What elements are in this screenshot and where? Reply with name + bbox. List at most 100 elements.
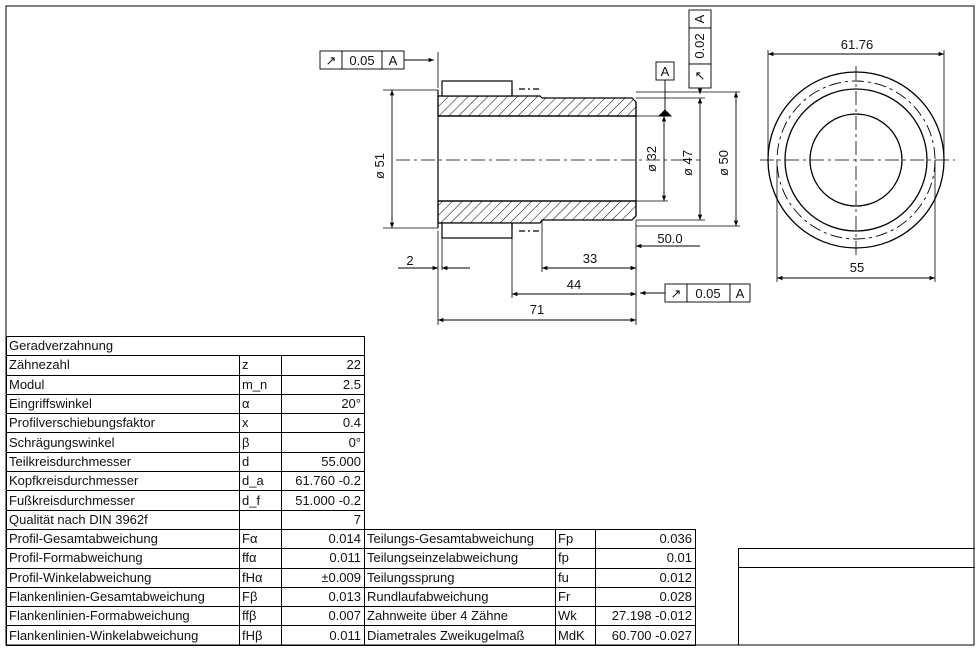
tol3-value: 0.02 xyxy=(692,33,707,58)
tol3-datum: A xyxy=(692,14,707,23)
deviation-symbol-2: Wk xyxy=(555,606,596,627)
param-symbol: d_f xyxy=(239,490,282,511)
length-dims xyxy=(398,243,700,323)
dim-w71: 71 xyxy=(530,302,544,317)
dim-d47: ø 47 xyxy=(680,150,695,176)
deviation-value-2: 0.036 xyxy=(595,528,696,550)
deviation-value: ±0.009 xyxy=(281,567,365,588)
deviation-symbol-2: MdK xyxy=(555,625,596,646)
table-title: Geradverzahnung xyxy=(6,335,365,357)
param-value: 20° xyxy=(281,393,365,415)
param-value: 55.000 xyxy=(281,451,365,473)
deviation-symbol-2: Fp xyxy=(555,528,596,550)
deviation-value-2: 60.700 -0.027 xyxy=(595,625,696,646)
hatched-wall-top xyxy=(437,95,637,117)
deviation-value: 0.007 xyxy=(281,606,365,627)
param-value: 7 xyxy=(281,509,365,530)
dim-d50: ø 50 xyxy=(716,150,731,176)
hub-top-tooth xyxy=(441,80,513,97)
deviation-symbol: ffβ xyxy=(239,606,282,627)
param-symbol: d_a xyxy=(239,471,282,492)
param-name: Zähnezahl xyxy=(6,355,240,376)
dim-55: 55 xyxy=(850,260,864,275)
param-symbol: x xyxy=(239,413,282,434)
deviation-name: Flankenlinien-Formabweichung xyxy=(6,606,240,627)
deviation-symbol: ffα xyxy=(239,548,282,569)
deviation-name: Flankenlinien-Gesamtabweichung xyxy=(6,586,240,608)
datum-a-label: A xyxy=(661,64,670,79)
deviation-value: 0.011 xyxy=(281,548,365,569)
deviation-symbol: fHα xyxy=(239,567,282,588)
param-symbol: β xyxy=(239,432,282,453)
deviation-value: 0.011 xyxy=(281,625,365,646)
param-name: Eingriffswinkel xyxy=(6,393,240,415)
hub-bottom-tooth xyxy=(441,222,513,239)
tol2-datum: A xyxy=(736,286,745,301)
title-block-divider xyxy=(739,567,975,568)
deviation-value-2: 0.01 xyxy=(595,548,696,569)
tol2-value: 0.05 xyxy=(695,286,720,301)
deviation-value-2: 0.012 xyxy=(595,567,696,588)
deviation-value: 0.014 xyxy=(281,528,365,550)
diameter-dims xyxy=(389,90,739,228)
tol1-symbol: ↗ xyxy=(326,53,337,68)
deviation-symbol-2: fu xyxy=(555,567,596,588)
front-view xyxy=(760,50,955,282)
param-symbol xyxy=(239,509,282,530)
param-name: Kopfkreisdurchmesser xyxy=(6,471,240,492)
dim-d32: ø 32 xyxy=(644,146,659,172)
param-name: Teilkreisdurchmesser xyxy=(6,451,240,473)
param-name: Schrägungswinkel xyxy=(6,432,240,453)
param-value: 51.000 -0.2 xyxy=(281,490,365,511)
deviation-value: 0.013 xyxy=(281,586,365,608)
side-view xyxy=(437,80,637,239)
param-symbol: m_n xyxy=(239,374,282,395)
deviation-name: Flankenlinien-Winkelabweichung xyxy=(6,625,240,646)
deviation-name-2: Teilungs-Gesamtabweichung xyxy=(364,528,556,550)
param-value: 2.5 xyxy=(281,374,365,395)
tol1-datum: A xyxy=(389,53,398,68)
deviation-name: Profil-Formabweichung xyxy=(6,548,240,569)
datum-a-marker xyxy=(655,61,675,117)
param-name: Profilverschiebungsfaktor xyxy=(6,413,240,434)
dim-w2: 2 xyxy=(406,253,413,268)
param-value: 0.4 xyxy=(281,413,365,434)
tol1-value: 0.05 xyxy=(349,53,374,68)
deviation-name-2: Zahnweite über 4 Zähne xyxy=(364,606,556,627)
tolerance-frame-top xyxy=(319,50,434,70)
deviation-symbol: Fα xyxy=(239,528,282,550)
tol3-symbol: ↗ xyxy=(692,71,707,82)
hatched-wall-bottom xyxy=(437,200,637,224)
deviation-symbol: fHβ xyxy=(239,625,282,646)
deviation-name-2: Teilungseinzelabweichung xyxy=(364,548,556,569)
param-symbol: z xyxy=(239,355,282,376)
deviation-symbol: Fβ xyxy=(239,586,282,608)
tolerance-frame-bottom xyxy=(640,283,751,303)
deviation-value-2: 27.198 -0.012 xyxy=(595,606,696,627)
table-title-row: Geradverzahnung xyxy=(6,335,696,357)
deviation-name-2: Teilungssprung xyxy=(364,567,556,588)
deviation-name-2: Diametrales Zweikugelmaß xyxy=(364,625,556,646)
dim-w44: 44 xyxy=(567,277,581,292)
title-block xyxy=(738,548,975,645)
deviation-value-2: 0.028 xyxy=(595,586,696,608)
tolerance-frame-vertical xyxy=(688,9,712,94)
dim-61-76: 61.76 xyxy=(841,37,874,52)
deviation-name: Profil-Winkelabweichung xyxy=(6,567,240,588)
param-symbol: α xyxy=(239,393,282,415)
deviation-symbol-2: Fr xyxy=(555,586,596,608)
